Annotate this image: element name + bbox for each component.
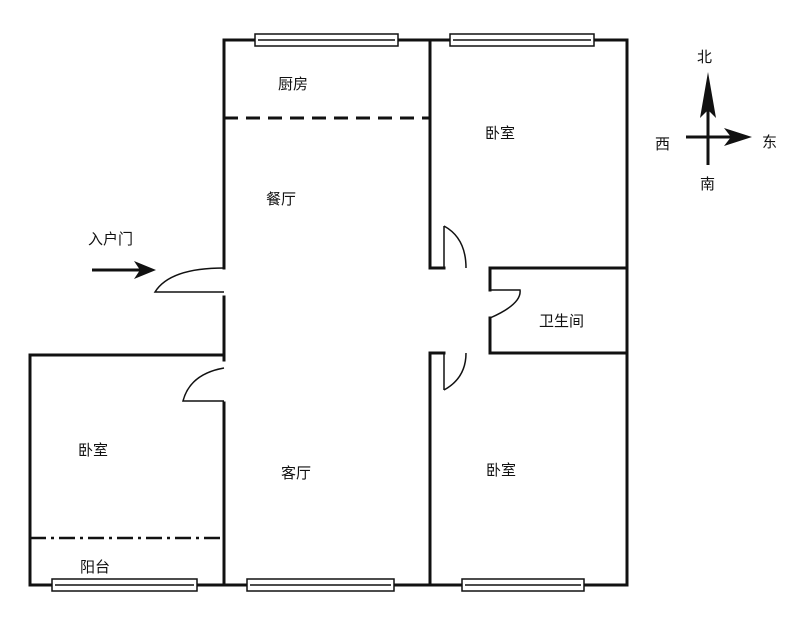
compass-east-label: 东	[762, 133, 778, 151]
door-west-bedroom	[182, 367, 225, 402]
window-bedroom-ne	[449, 33, 595, 47]
window-living	[246, 578, 395, 592]
door-bedroom-ne	[443, 225, 467, 269]
room-label-bathroom: 卫生间	[539, 312, 585, 330]
window-kitchen	[254, 33, 399, 47]
room-label-dining: 餐厅	[266, 190, 297, 208]
west-bedroom-walls	[28, 353, 226, 587]
room-label-kitchen: 厨房	[278, 75, 309, 93]
room-label-bedroom-ne: 卧室	[485, 124, 516, 142]
wall-kitchen-bedroom	[428, 38, 446, 270]
compass-south-label: 南	[700, 175, 716, 193]
entrance-label: 入户门	[88, 230, 134, 248]
compass-west-label: 西	[655, 135, 671, 153]
room-label-bedroom-se: 卧室	[486, 461, 517, 479]
door-entrance	[153, 267, 225, 293]
door-bathroom	[489, 289, 521, 319]
room-label-bedroom-w: 卧室	[78, 441, 109, 459]
entrance-arrow	[92, 261, 156, 279]
door-bedroom-se	[443, 352, 467, 391]
window-bedroom-se	[461, 578, 585, 592]
room-label-balcony: 阳台	[80, 558, 111, 576]
room-label-living: 客厅	[281, 464, 312, 482]
compass-rose	[686, 72, 752, 165]
window-balcony	[51, 578, 198, 592]
compass-north-label: 北	[697, 48, 713, 66]
